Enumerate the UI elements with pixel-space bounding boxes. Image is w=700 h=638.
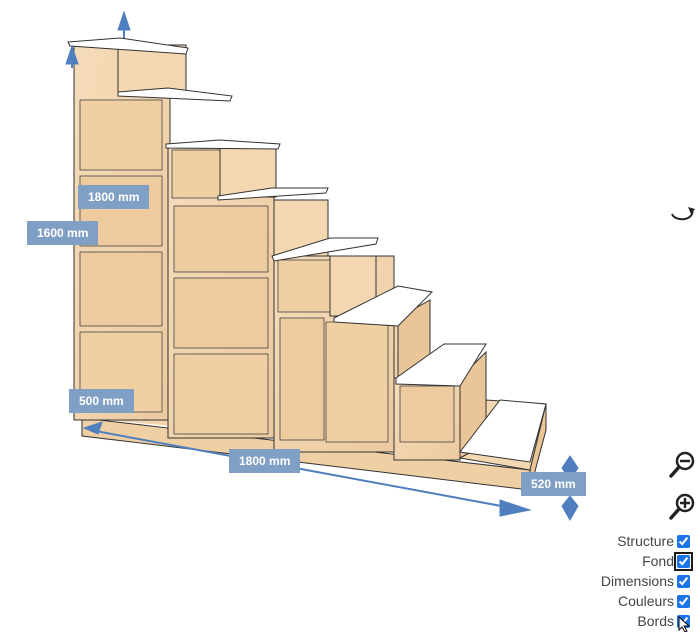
option-structure[interactable]: Structure xyxy=(617,531,690,551)
dim-label-height: 1600 mm xyxy=(27,221,99,245)
zoom-out-icon xyxy=(669,451,695,478)
dim-label-side: 520 mm xyxy=(521,472,586,496)
option-fond-label: Fond xyxy=(642,553,674,569)
option-fond[interactable]: Fond xyxy=(642,551,693,571)
axis-arrows[interactable] xyxy=(65,10,579,522)
option-couleurs-checkbox[interactable] xyxy=(677,594,690,608)
dim-label-top-depth: 1800 mm xyxy=(78,185,150,209)
option-dimensions-checkbox[interactable] xyxy=(677,574,690,588)
zoom-in-button[interactable] xyxy=(668,492,698,522)
option-couleurs[interactable]: Couleurs xyxy=(618,591,690,611)
mouse-cursor-icon xyxy=(678,616,691,632)
option-dimensions-label: Dimensions xyxy=(600,573,674,589)
option-bords-label: Bords xyxy=(637,613,674,629)
dim-label-base-depth: 500 mm xyxy=(69,389,134,413)
dim-label-width: 1800 mm xyxy=(229,449,301,473)
option-structure-checkbox[interactable] xyxy=(677,534,690,548)
option-dimensions[interactable]: Dimensions xyxy=(601,571,690,591)
option-fond-checkbox[interactable] xyxy=(674,551,693,571)
zoom-out-button[interactable] xyxy=(668,450,698,480)
treads xyxy=(67,37,547,463)
rotate-button[interactable] xyxy=(668,198,698,228)
zoom-in-icon xyxy=(669,493,695,520)
option-structure-label: Structure xyxy=(617,533,674,549)
option-couleurs-label: Couleurs xyxy=(617,593,674,609)
rotate-icon xyxy=(671,207,695,221)
